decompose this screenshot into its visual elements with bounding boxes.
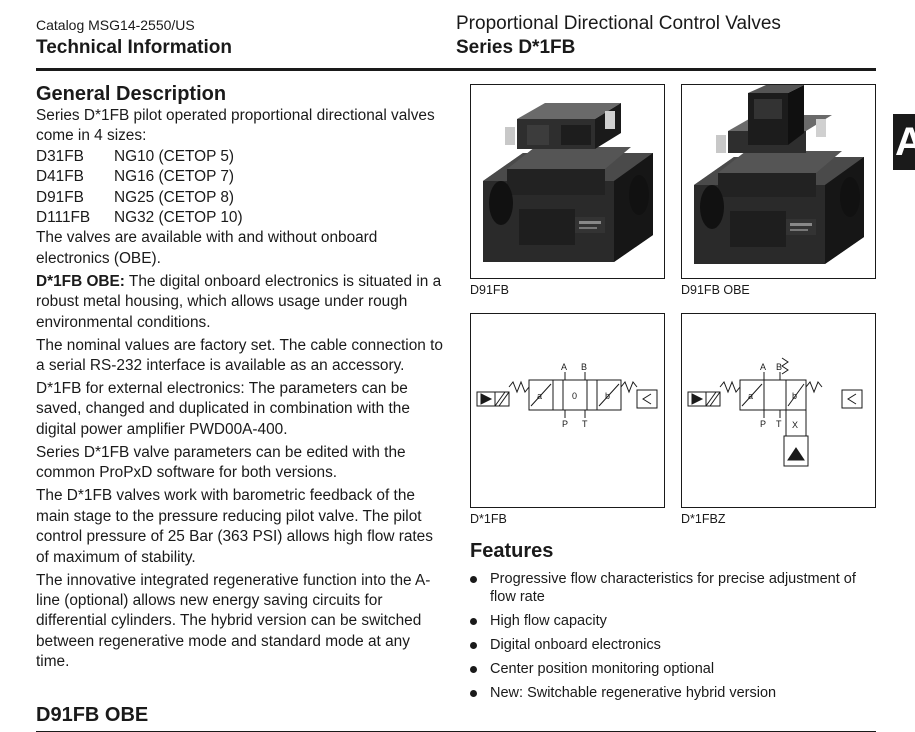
intro-paragraph: Series D*1FB pilot operated proportional… [36, 107, 435, 145]
size-nominal: NG16 (CETOP 7) [114, 168, 235, 186]
port-p-label: P [760, 419, 766, 429]
size-nominal: NG10 (CETOP 5) [114, 147, 235, 165]
port-t-label: T [776, 419, 782, 429]
bullet-icon [470, 689, 477, 697]
feedback-paragraph: The D*1FB valves work with barometric fe… [36, 487, 433, 566]
size-row: D31FB NG10 (CETOP 5) [36, 147, 446, 167]
general-description: General Description Series D*1FB pilot o… [36, 82, 446, 675]
photo2-caption: D91FB OBE [681, 283, 750, 297]
feature-text: Progressive flow characteristics for pre… [490, 571, 856, 605]
bullet-icon [470, 665, 477, 673]
regenerative-paragraph: The innovative integrated regenerative f… [36, 571, 431, 671]
obe-label: D*1FB OBE: [36, 272, 125, 290]
hydraulic-symbol-d1fb: a 0 b A B P T [470, 313, 665, 508]
hydraulic-symbol-d1fbz: a b A B P T X [681, 313, 876, 508]
left-solenoid-icon [476, 391, 510, 407]
nominal-values-paragraph: The nominal values are factory set. The … [36, 336, 443, 375]
catalog-number: Catalog MSG14-2550/US [36, 17, 195, 33]
port-b-label: B [581, 362, 587, 372]
external-electronics-paragraph: D*1FB for external electronics: The para… [36, 380, 410, 438]
valve-d91fb-image [483, 103, 653, 262]
port-a-label: A [760, 362, 766, 372]
feature-text: High flow capacity [490, 612, 607, 629]
size-model: D91FB [36, 188, 84, 206]
general-description-heading: General Description [36, 83, 227, 105]
bullet-icon [470, 617, 477, 625]
bullet-icon [470, 576, 477, 583]
bullet-icon [470, 641, 477, 649]
features-list: Progressive flow characteristics for pre… [470, 571, 880, 709]
size-nominal: NG25 (CETOP 8) [114, 188, 235, 206]
feature-text: Digital onboard electronics [490, 636, 661, 653]
section-tab-marker: A [893, 114, 915, 170]
position-center-label: 0 [572, 391, 577, 401]
size-model: D111FB [36, 209, 91, 227]
symbol1-caption: D*1FB [470, 512, 507, 526]
feature-text: Center position monitoring optional [490, 660, 715, 677]
size-nominal: NG32 (CETOP 10) [114, 209, 243, 227]
bottom-solenoid-icon [783, 435, 809, 467]
port-p-label: P [562, 419, 568, 429]
right-solenoid-icon [636, 389, 658, 409]
feature-item: High flow capacity [470, 613, 880, 631]
valve-photo-d91fb [470, 84, 665, 279]
section-title: Technical Information [36, 37, 233, 58]
header-divider [36, 68, 876, 71]
left-solenoid-icon [687, 391, 721, 407]
obe-paragraph: D*1FB OBE: The digital onboard electroni… [36, 272, 446, 333]
photo1-caption: D91FB [470, 283, 509, 297]
right-spring-icon [805, 381, 823, 394]
symbol2-caption: D*1FBZ [681, 512, 726, 526]
left-spring-icon [508, 380, 530, 394]
obe-availability-paragraph: The valves are available with and withou… [36, 229, 378, 267]
size-model: D31FB [36, 147, 84, 165]
port-a-label: A [561, 362, 567, 372]
feature-item: Center position monitoring optional [470, 661, 880, 679]
size-model: D41FB [36, 168, 84, 186]
series-title: Series D*1FB [456, 37, 576, 58]
obe-text: The digital onboard electronics is situa… [36, 272, 442, 331]
d91fb-obe-heading: D91FB OBE [36, 704, 149, 726]
features-heading: Features [470, 540, 554, 562]
software-paragraph: Series D*1FB valve parameters can be edi… [36, 443, 406, 482]
schematic-d1fb: a 0 b A B P T [476, 362, 658, 429]
feature-text: New: Switchable regenerative hybrid vers… [490, 684, 777, 701]
product-line-title: Proportional Directional Control Valves [456, 13, 781, 34]
feature-item: Progressive flow characteristics for pre… [470, 571, 880, 606]
valve-d91fb-obe-image [694, 85, 864, 264]
port-x-label: X [792, 420, 798, 430]
feature-item: New: Switchable regenerative hybrid vers… [470, 685, 880, 703]
port-b-label: B [776, 362, 782, 372]
right-solenoid-icon [841, 389, 863, 409]
feature-item: Digital onboard electronics [470, 637, 880, 655]
size-row: D91FB NG25 (CETOP 8) [36, 188, 446, 208]
position-b-label: b [792, 391, 797, 401]
size-row: D111FB NG32 (CETOP 10) [36, 208, 446, 228]
port-t-label: T [582, 419, 588, 429]
valve-photo-d91fb-obe [681, 84, 876, 279]
size-row: D41FB NG16 (CETOP 7) [36, 167, 446, 187]
right-spring-icon [620, 381, 638, 394]
schematic-d1fbz: a b A B P T X [687, 357, 863, 467]
left-spring-icon [719, 380, 741, 394]
top-spring-icon [781, 357, 789, 375]
